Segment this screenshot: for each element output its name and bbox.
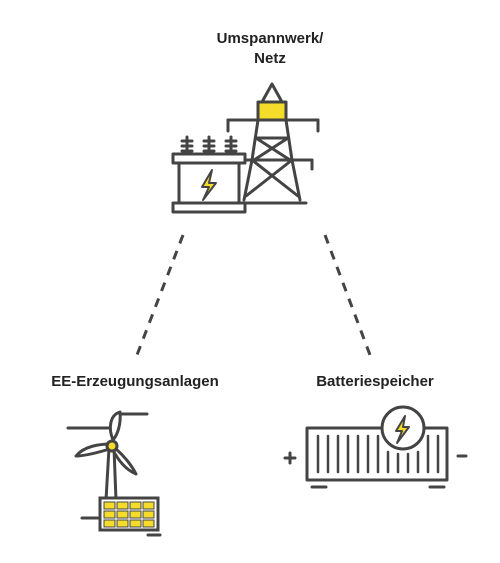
storage-label: Batteriespeicher (316, 373, 434, 390)
connector-grid-storage (323, 234, 372, 356)
generation-label: EE-Erzeugungsanlagen (51, 373, 219, 390)
grid-label-line1: Umspannwerk/ (216, 30, 324, 47)
grid-label-line2: Netz (254, 50, 286, 67)
connector-grid-generation (135, 234, 185, 356)
solar-panel-icon (80, 496, 162, 537)
bushings (180, 135, 238, 156)
power-pylon-icon (226, 82, 320, 205)
battery-container-icon (283, 405, 468, 489)
lightning-icon (395, 415, 410, 444)
grid-label: Umspannwerk/ Netz (190, 29, 350, 69)
wind-turbine-icon (66, 410, 149, 502)
container-ribs (316, 434, 440, 474)
lightning-icon (201, 169, 217, 201)
transformer-icon (171, 135, 247, 214)
